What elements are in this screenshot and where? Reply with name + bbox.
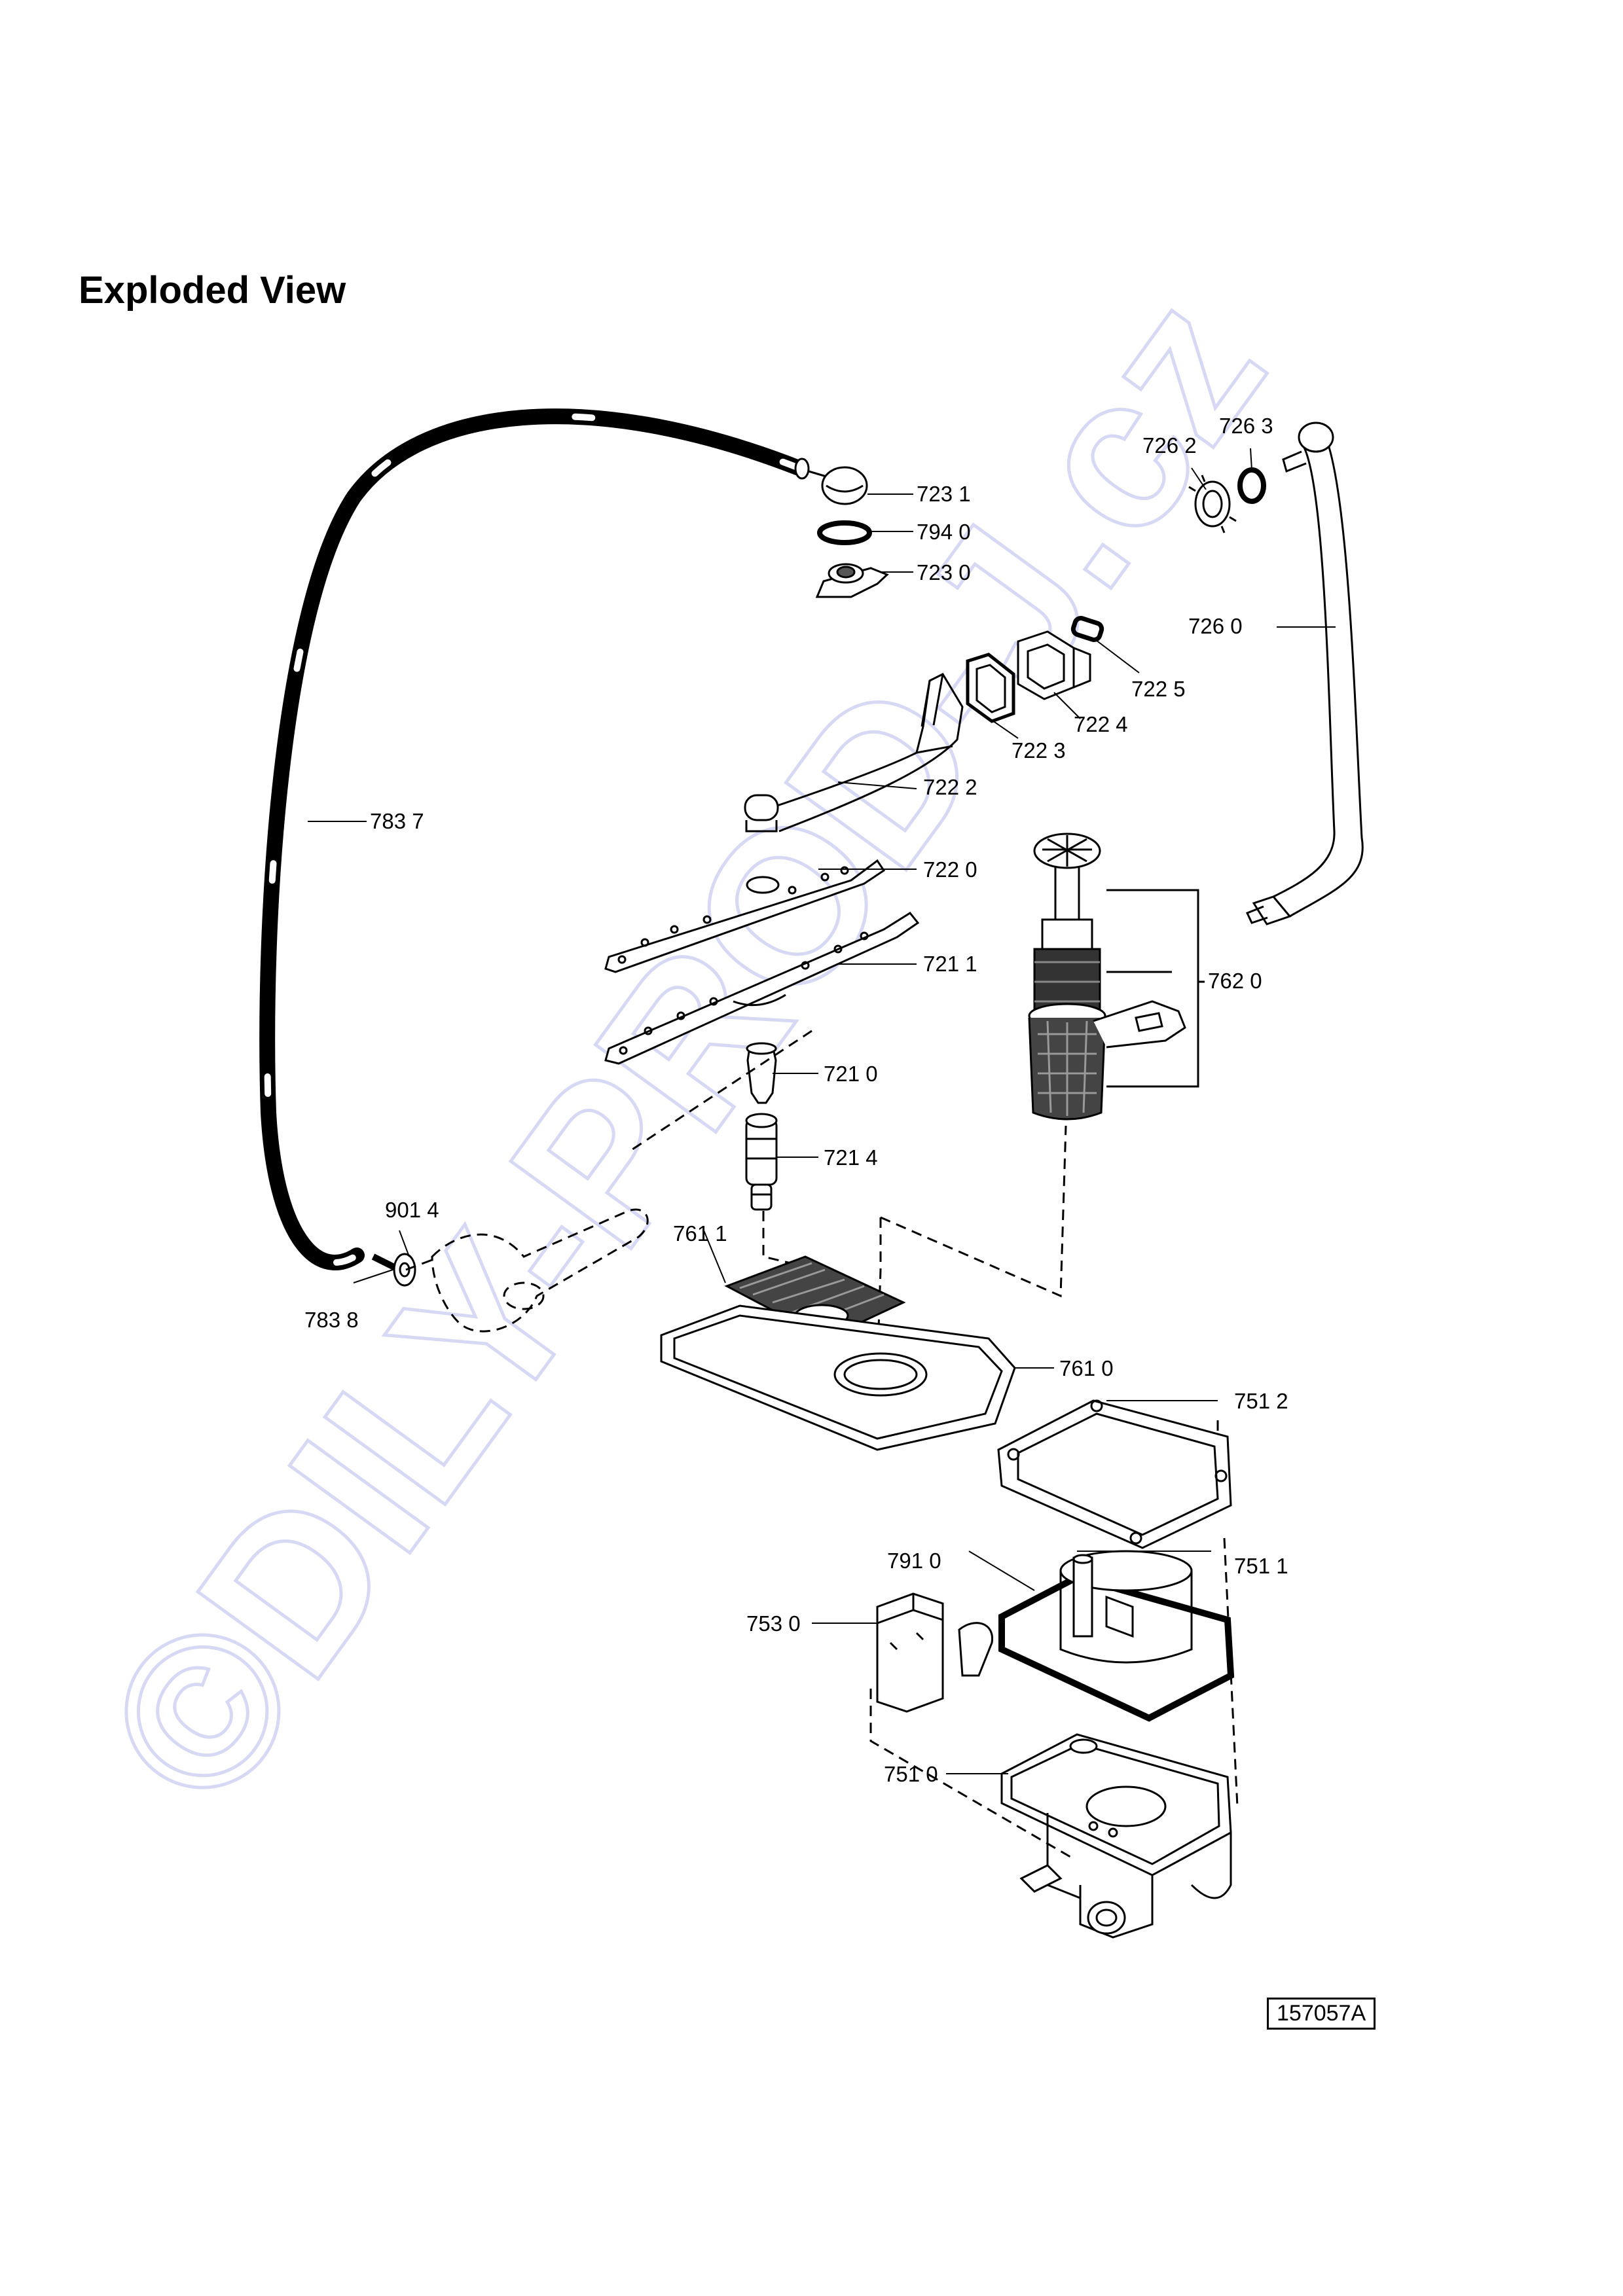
label-761-1: 761 1 [673, 1221, 727, 1246]
label-723-0: 723 0 [917, 560, 971, 584]
filter-assembly-part [1028, 833, 1186, 1121]
drawing-reference-code: 157057A [1267, 1998, 1376, 2030]
sump-insert-part [1059, 1550, 1193, 1664]
label-726-0: 726 0 [1188, 614, 1243, 638]
adapter-part [745, 1113, 778, 1211]
nozzle-part [746, 1042, 777, 1104]
label-722-4: 722 4 [1074, 712, 1128, 736]
label-901-4: 901 4 [385, 1198, 439, 1222]
upper-spray-arm-part [604, 859, 886, 973]
label-722-3: 722 3 [1012, 738, 1066, 762]
flat-gasket-part [966, 653, 1015, 723]
label-761-0: 761 0 [1059, 1356, 1114, 1380]
part-labels: 723 1 794 0 723 0 726 2 726 3 726 0 722 … [304, 414, 1288, 1786]
page-title: Exploded View [79, 269, 346, 312]
spray-arm-feed-part [744, 673, 964, 833]
label-722-0: 722 0 [923, 857, 977, 882]
label-726-2: 726 2 [1142, 433, 1197, 457]
o-ring-part [817, 520, 872, 545]
sump-cover-part [997, 1399, 1232, 1549]
lower-spray-arm-part [604, 912, 920, 1065]
elbow-connector-part [808, 466, 868, 505]
label-751-2: 751 2 [1234, 1389, 1288, 1413]
supply-pipe-part [1245, 422, 1364, 925]
label-723-1: 723 1 [917, 482, 971, 506]
connector-part [1017, 630, 1091, 700]
bearing-bracket-part [815, 563, 889, 598]
filter-plate-part [660, 1304, 1016, 1451]
hose-clamp-part [371, 1253, 416, 1287]
label-722-2: 722 2 [923, 775, 977, 799]
heater-block-part [876, 1592, 993, 1713]
label-726-3: 726 3 [1219, 414, 1273, 438]
label-721-1: 721 1 [923, 952, 977, 976]
label-783-7: 783 7 [370, 809, 424, 833]
label-762-0: 762 0 [1208, 969, 1262, 993]
sump-housing-part [1000, 1733, 1232, 1939]
label-791-0: 791 0 [887, 1549, 941, 1573]
label-783-8: 783 8 [304, 1308, 359, 1332]
hose-part [259, 408, 810, 1270]
label-721-4: 721 4 [824, 1145, 878, 1170]
small-gasket-part [1070, 615, 1104, 643]
label-753-0: 753 0 [746, 1611, 801, 1636]
label-751-1: 751 1 [1234, 1554, 1288, 1578]
label-722-5: 722 5 [1131, 677, 1186, 701]
seal-ring-part [1237, 467, 1266, 504]
filter-bracket-lines [1106, 889, 1205, 1088]
label-751-0: 751 0 [884, 1762, 938, 1786]
label-721-0: 721 0 [824, 1062, 878, 1086]
leader-lines [308, 448, 1336, 1774]
nut-part [1188, 475, 1237, 533]
label-794-0: 794 0 [917, 520, 971, 544]
sump-seal-part [998, 1573, 1235, 1722]
